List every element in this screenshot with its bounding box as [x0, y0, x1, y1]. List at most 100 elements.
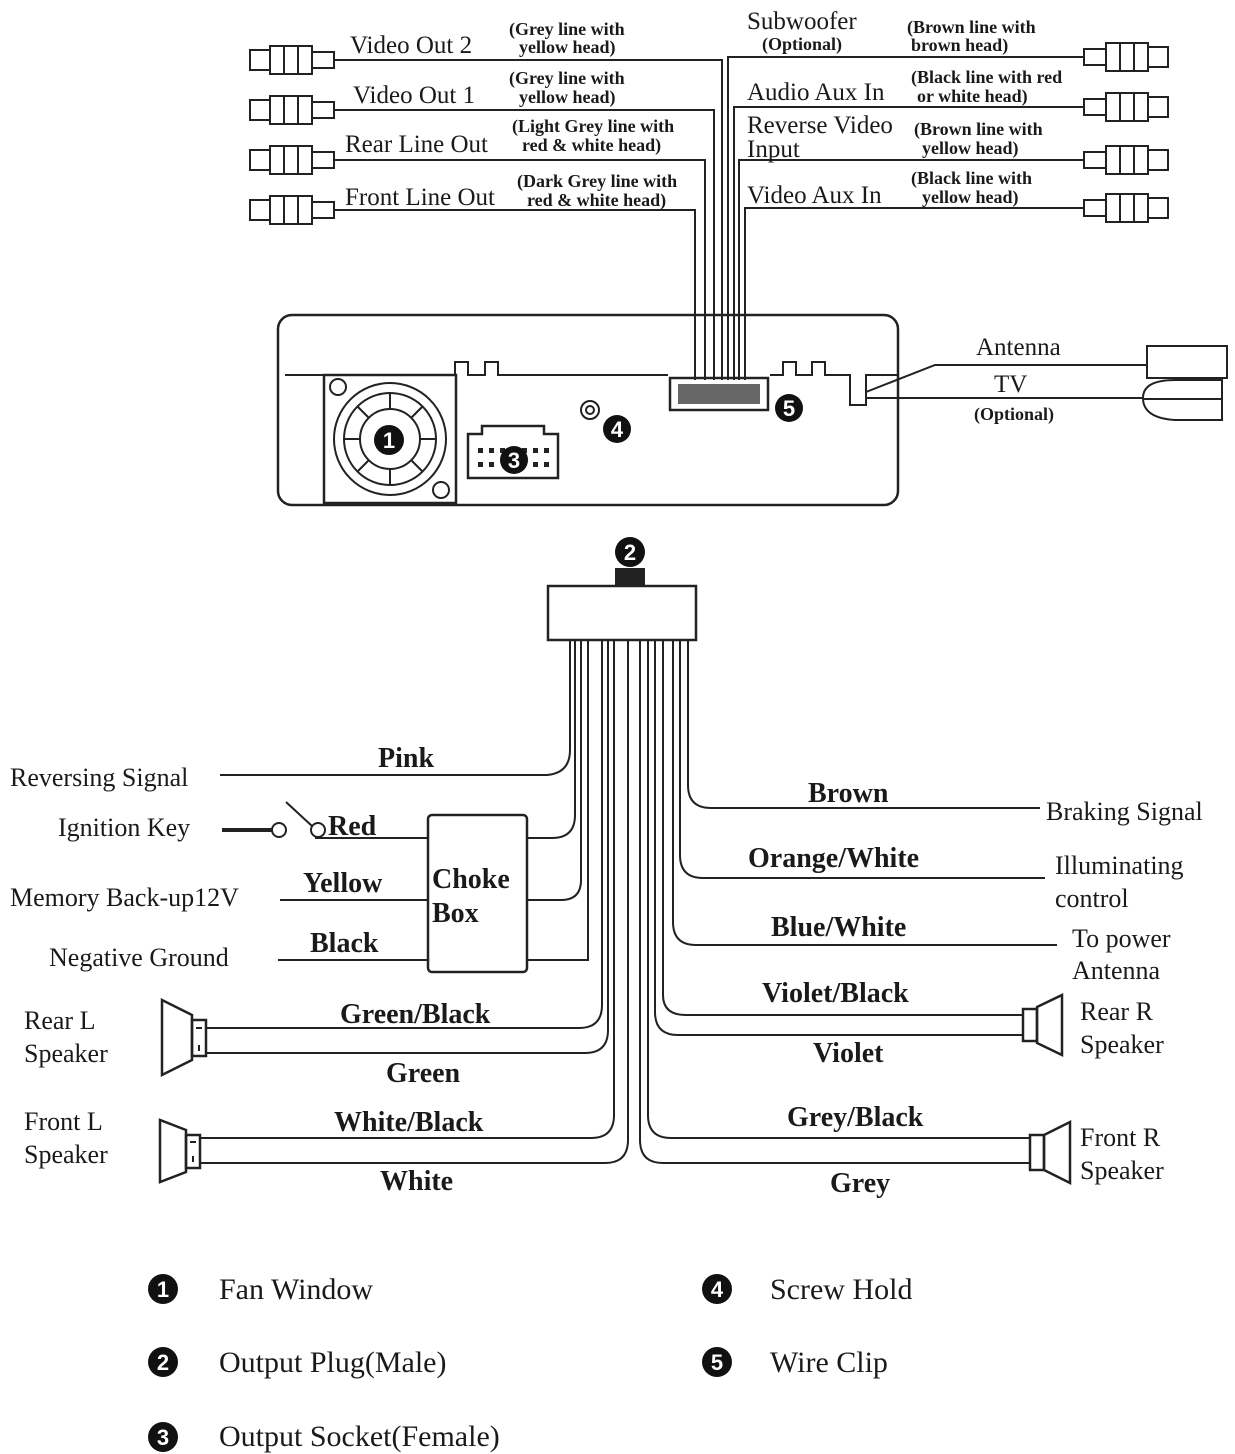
antenna-label: Antenna	[976, 334, 1061, 361]
rca-right-note-1a: (Brown line with	[907, 17, 1036, 38]
choke-box-line1: Choke	[432, 864, 510, 895]
target-rear-r-1: Rear R	[1080, 997, 1154, 1026]
wire-orange-white: Orange/White	[748, 843, 919, 874]
target-rear-l-1: Rear L	[24, 1006, 95, 1035]
target-front-l-2: Speaker	[24, 1140, 108, 1169]
legend-num-4: 4	[711, 1277, 724, 1302]
tv-optional-label: (Optional)	[974, 404, 1054, 425]
rca-right-note-1b: brown head)	[911, 35, 1008, 56]
choke-box-line2: Box	[432, 898, 479, 929]
wire-violet: Violet	[813, 1038, 884, 1069]
target-power-antenna-1: To power	[1072, 924, 1171, 953]
rca-right-label-3: Reverse Video	[747, 112, 893, 139]
target-braking-signal: Braking Signal	[1046, 797, 1203, 826]
rca-left-note-1b: yellow head)	[519, 37, 616, 58]
legend: 1 Fan Window 2 Output Plug(Male) 3 Outpu…	[148, 1273, 912, 1453]
speaker-rear-right	[1021, 993, 1064, 1057]
target-rear-l-2: Speaker	[24, 1039, 108, 1068]
wire-brown: Brown	[808, 778, 889, 809]
wire-red: Red	[328, 811, 377, 842]
rca-left-note-2a: (Grey line with	[509, 68, 625, 89]
wire-white: White	[380, 1166, 453, 1197]
target-illuminating-1: Illuminating	[1055, 851, 1184, 880]
rca-connector-left-3	[249, 145, 335, 175]
rca-left-note-3a: (Light Grey line with	[512, 116, 674, 137]
rca-right-note-3a: (Brown line with	[914, 119, 1043, 140]
rca-connector-right-2	[1083, 92, 1169, 122]
rca-left-label-4: Front Line Out	[345, 184, 495, 211]
rca-connector-left-2	[249, 95, 335, 125]
rca-right-label-1: Subwoofer	[747, 8, 857, 35]
wire-green-black: Green/Black	[340, 999, 491, 1030]
fan-window	[322, 373, 458, 505]
rca-connector-left-1	[249, 45, 335, 75]
rca-right-note-4b: yellow head)	[922, 187, 1019, 208]
antenna-connectors	[865, 345, 1228, 421]
rca-connector-right-1	[1083, 42, 1169, 72]
rca-wires	[334, 56, 1084, 380]
legend-text-3: Output Socket(Female)	[219, 1420, 500, 1453]
rca-right-label-2: Audio Aux In	[747, 79, 885, 106]
rca-left-note-1a: (Grey line with	[509, 19, 625, 40]
speaker-front-right	[1028, 1119, 1072, 1186]
target-ignition-key: Ignition Key	[58, 813, 190, 842]
wire-pink: Pink	[378, 743, 434, 774]
marker-3-number: 3	[508, 448, 520, 473]
output-socket	[466, 424, 560, 480]
wire-green: Green	[386, 1058, 461, 1089]
wire-clip	[668, 376, 770, 412]
rca-left-note-2b: yellow head)	[519, 87, 616, 108]
head-unit	[276, 313, 900, 507]
rca-left-note-3b: red & white head)	[522, 135, 661, 156]
output-plug	[546, 568, 698, 642]
wire-grey: Grey	[830, 1168, 890, 1199]
speaker-front-left	[158, 1118, 202, 1184]
wire-grey-black: Grey/Black	[787, 1102, 924, 1133]
rca-connector-right-4	[1083, 193, 1169, 223]
legend-item-2: 2 Output Plug(Male)	[148, 1346, 446, 1379]
rca-right-label-1b: (Optional)	[762, 34, 842, 55]
legend-num-3: 3	[157, 1425, 169, 1450]
wire-white-black: White/Black	[334, 1107, 484, 1138]
speaker-rear-left	[160, 997, 208, 1078]
choke-box-feeds	[278, 837, 428, 961]
legend-item-3: 3 Output Socket(Female)	[148, 1420, 500, 1453]
ignition-switch	[222, 801, 326, 838]
legend-text-1: Fan Window	[219, 1273, 373, 1306]
rca-right-note-3b: yellow head)	[922, 138, 1019, 159]
marker-2-number: 2	[624, 540, 636, 565]
rca-left-note-4b: red & white head)	[527, 190, 666, 211]
legend-num-1: 1	[157, 1277, 169, 1302]
target-illuminating-2: control	[1055, 884, 1129, 913]
target-front-l-1: Front L	[24, 1107, 103, 1136]
marker-2: 2	[615, 537, 645, 567]
target-memory-backup: Memory Back-up12V	[10, 883, 239, 912]
marker-4: 4	[603, 415, 631, 443]
legend-text-2: Output Plug(Male)	[219, 1346, 446, 1379]
target-reversing-signal: Reversing Signal	[10, 763, 188, 792]
marker-1: 1	[374, 425, 404, 455]
target-rear-r-2: Speaker	[1080, 1030, 1164, 1059]
target-power-antenna-2: Antenna	[1072, 956, 1161, 985]
rca-connector-right-3	[1083, 145, 1169, 175]
rca-left-label-1: Video Out 2	[350, 32, 472, 59]
marker-5: 5	[775, 394, 803, 422]
harness-wires-left	[200, 640, 629, 1164]
rca-left-label-3: Rear Line Out	[345, 131, 488, 158]
target-front-r-2: Speaker	[1080, 1156, 1164, 1185]
marker-3: 3	[500, 446, 528, 474]
target-front-r-1: Front R	[1080, 1123, 1161, 1152]
rca-right-label-3b: Input	[747, 136, 800, 163]
rca-right-note-2a: (Black line with red	[911, 67, 1062, 88]
legend-text-5: Wire Clip	[770, 1346, 888, 1379]
wire-blue-white: Blue/White	[771, 912, 906, 943]
legend-item-1: 1 Fan Window	[148, 1273, 373, 1306]
harness-wires-right	[639, 640, 1057, 1164]
legend-item-5: 5 Wire Clip	[702, 1346, 888, 1379]
marker-5-number: 5	[783, 396, 795, 421]
wire-violet-black: Violet/Black	[762, 978, 909, 1009]
screw-hold	[580, 400, 600, 420]
rca-right-label-4: Video Aux In	[747, 182, 882, 209]
legend-num-2: 2	[157, 1350, 169, 1375]
